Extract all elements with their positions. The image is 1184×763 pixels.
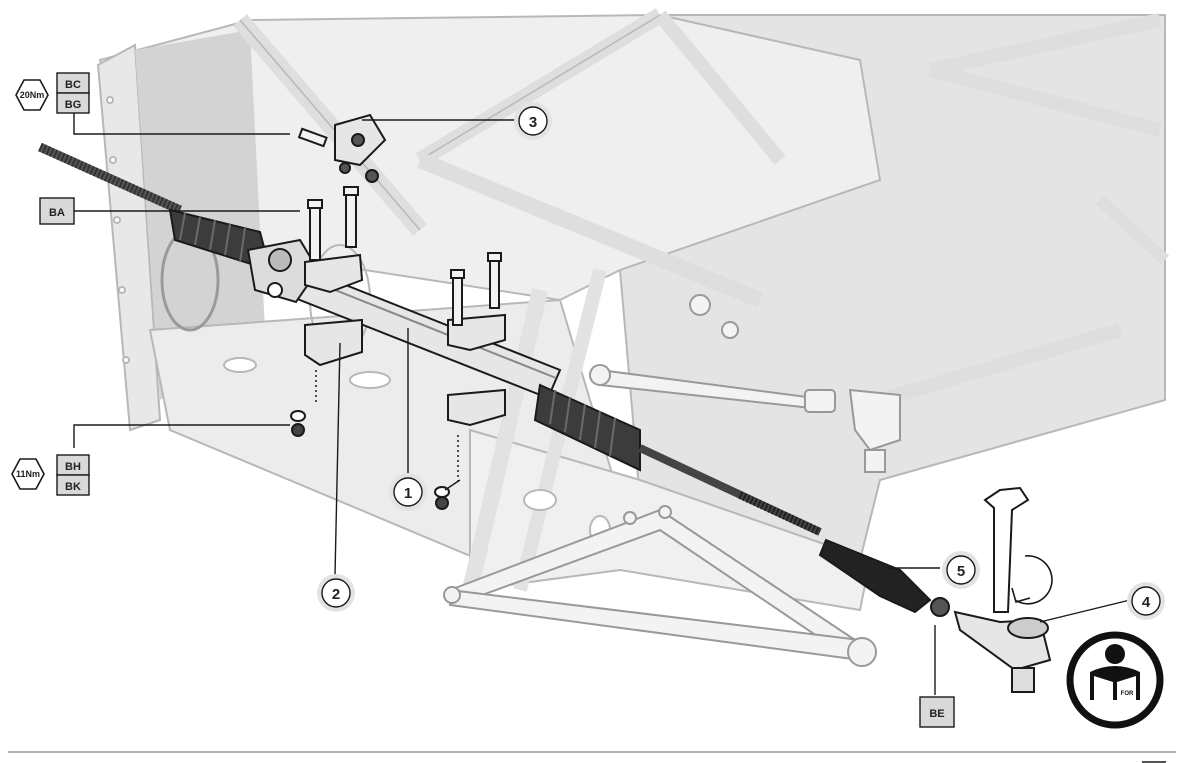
callout-3: 3 [514,102,552,140]
steering-rack [38,113,1053,693]
manual-book-text: FOR [1121,691,1134,697]
torque-badge-20nm: 20Nm BC BG [15,72,90,114]
callout-3-number: 3 [529,114,537,131]
code-label-bc: BC [65,79,81,91]
callout-1: 1 [389,473,427,511]
callout-2: 2 [317,574,355,612]
code-label-be-box: BE [919,696,955,728]
torque-badge-11nm: 11Nm BH BK [11,454,90,496]
callout-1-number: 1 [404,485,412,502]
callout-4-number: 4 [1142,594,1151,611]
callout-2-number: 2 [332,586,340,603]
torque-value-20nm: 20Nm [20,90,45,100]
callout-5-number: 5 [957,563,965,580]
code-label-ba-box: BA [39,197,75,225]
suspension-arms [443,294,901,667]
code-label-bk: BK [65,481,81,493]
callout-4: 4 [1127,582,1165,620]
code-label-be: BE [929,708,944,720]
torque-value-11nm: 11Nm [16,469,40,479]
code-label-bg: BG [65,99,82,111]
code-label-bh: BH [65,461,81,473]
code-label-ba: BA [49,207,65,219]
read-manual-icon: FOR [1066,631,1164,729]
leader-lines [73,112,1131,695]
callout-5: 5 [942,551,980,589]
